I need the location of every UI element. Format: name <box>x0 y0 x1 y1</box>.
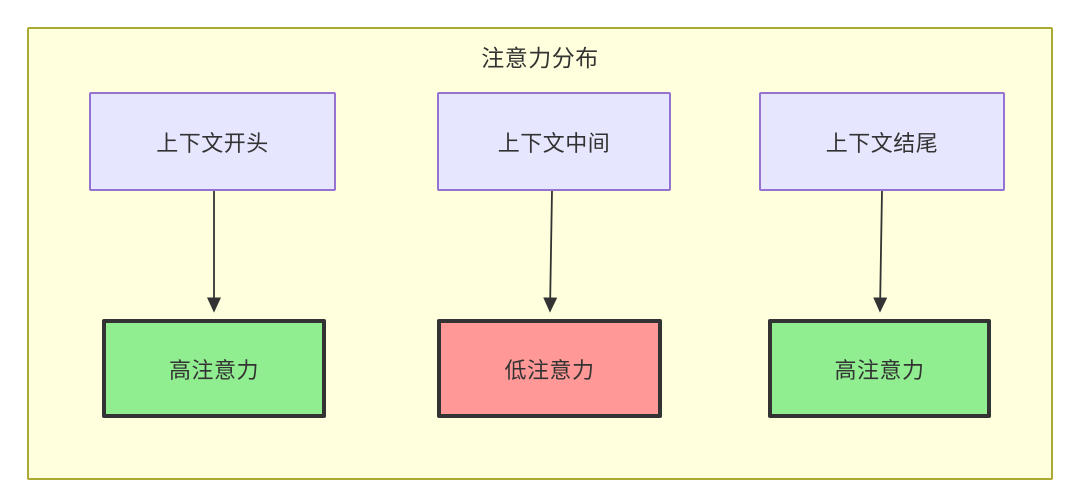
node-attention-high-left[interactable]: 高注意力 <box>102 319 326 418</box>
node-context-middle[interactable]: 上下文中间 <box>437 92 671 191</box>
node-attention-low-middle-label: 低注意力 <box>504 357 595 383</box>
node-attention-high-right-label: 高注意力 <box>834 357 925 383</box>
node-context-end-label: 上下文结尾 <box>825 130 939 156</box>
node-context-middle-label: 上下文中间 <box>497 130 611 156</box>
node-attention-low-middle[interactable]: 低注意力 <box>437 319 662 418</box>
node-context-end[interactable]: 上下文结尾 <box>759 92 1005 191</box>
cluster-title: 注意力分布 <box>481 45 599 71</box>
node-context-start-label: 上下文开头 <box>156 130 269 156</box>
node-attention-high-right[interactable]: 高注意力 <box>768 319 991 418</box>
node-attention-high-left-label: 高注意力 <box>168 357 259 383</box>
node-context-start[interactable]: 上下文开头 <box>89 92 336 191</box>
